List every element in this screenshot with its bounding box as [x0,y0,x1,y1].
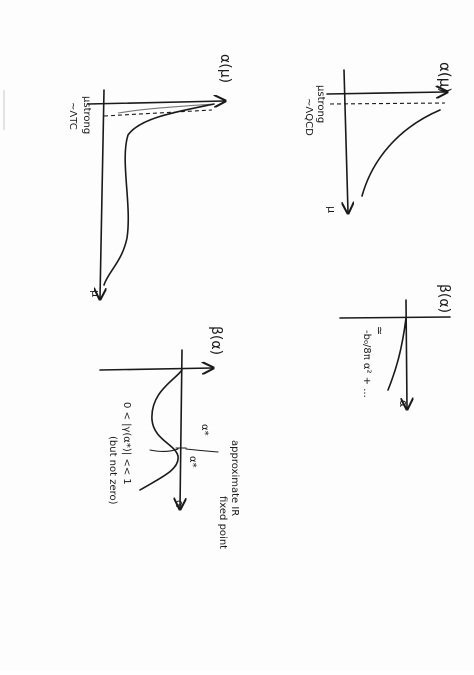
beta-curve-d [139,369,183,491]
panel-alpha-mu-c: α(μ) μstrong ~ΛTC μ [67,54,233,298]
alpha-star-label: α* [199,424,210,436]
panel-alpha-mu: α(μ) μstrong ~ΛQCD μ [303,62,454,213]
gamma-condition: 0 < |γ(α*)| << 1 [121,402,132,485]
but-not-zero-note: (but not zero) [107,436,118,505]
mu-axis-label: μ [325,206,338,213]
one-loop-formula: -b₀/8π α² + ... [361,330,372,398]
alpha-star-label-2: α* [187,456,198,468]
lambda-qcd-label: ~ΛQCD [303,98,314,136]
alpha-axis-b [87,101,224,104]
alpha-curve [361,109,441,197]
beta-axis-label-d: β(α) [208,326,224,355]
alpha-curve-b [103,103,215,286]
helper-line [117,103,215,114]
lambda-tc-label: ~ΛTC [67,102,78,130]
beta-axis-label-c: β(α) [436,284,452,313]
alpha-axis-c [406,299,407,408]
fixed-point-label: fixed point [217,496,228,549]
mu-strong-label-b: μstrong [81,96,92,134]
mu-axis-b [100,89,104,298]
annotation-pointer [185,448,219,453]
beta-curve-c [387,317,407,391]
approx-symbol: ≃ [373,326,386,335]
alpha-axis [326,92,446,94]
alpha-axis-label-d: α [173,500,186,507]
gamma-pointer [149,448,179,452]
approx-ir-label: approximate IR [229,440,240,516]
mu-axis [344,69,348,212]
alpha-axis-label-b: α(μ) [217,54,233,83]
asymptote-dashed [329,102,446,105]
beta-axis-c [339,316,451,319]
beta-axis-d [99,368,212,370]
alpha-axis-label: α(μ) [436,62,454,93]
alpha-axis-label-c: α [397,400,410,407]
alpha-axis-d [180,349,182,508]
mu-axis-label-b: μ [89,290,102,297]
panel-beta-one-loop: β(α) ≃ -b₀/8π α² + ... α [339,284,452,408]
panel-beta-fixed-point: β(α) α* α* 0 < |γ(α*)| << 1 (but not zer… [99,326,240,549]
mu-strong-label: μstrong [315,85,326,123]
